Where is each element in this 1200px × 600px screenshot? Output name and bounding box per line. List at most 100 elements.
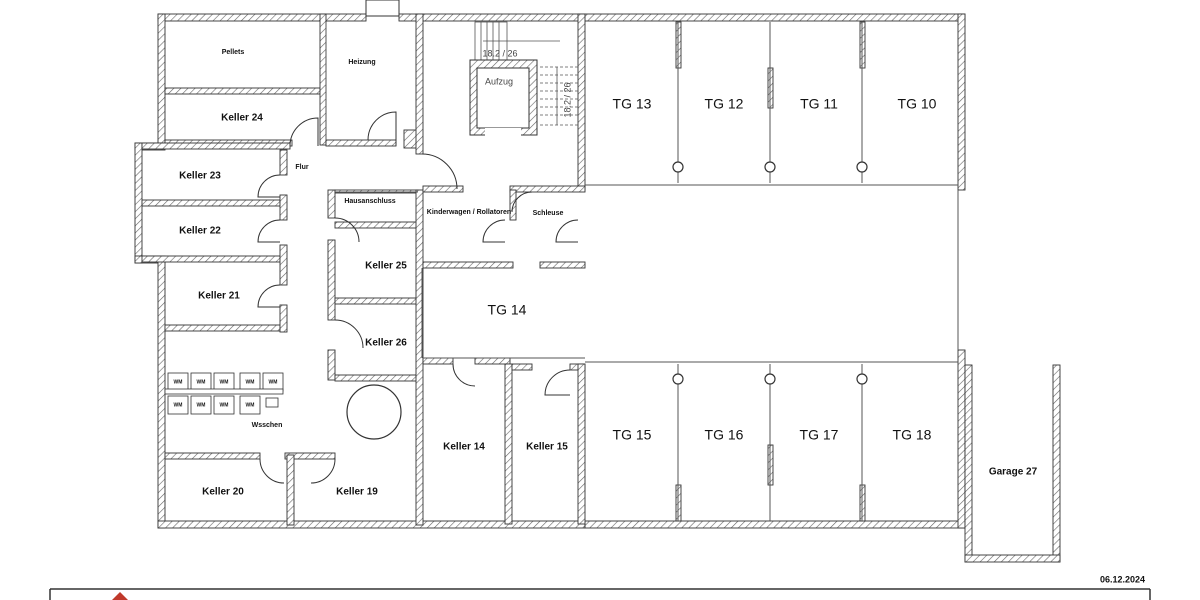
column: [764, 373, 776, 385]
wall: [584, 520, 966, 529]
room-pellets: Pellets: [222, 49, 245, 56]
wall: [325, 139, 397, 147]
wall: [141, 142, 291, 150]
washing-machine: WM: [213, 372, 235, 392]
wall: [422, 261, 514, 269]
room-keller-23: Keller 23: [179, 171, 221, 182]
room-keller-15: Keller 15: [526, 442, 568, 453]
room-flur: Flur: [295, 164, 308, 171]
door-swing: [289, 117, 319, 147]
columns: [672, 161, 868, 385]
wall: [157, 520, 586, 529]
wall: [157, 255, 166, 529]
parking-tg-10: TG 10: [898, 96, 937, 112]
wall: [577, 363, 586, 525]
washing-machine: WM: [190, 372, 212, 392]
round-feature: [346, 384, 402, 440]
wall: [422, 185, 464, 193]
wall: [327, 349, 336, 381]
washing-machine: WM: [213, 395, 235, 415]
door-swing: [257, 174, 281, 198]
wall: [964, 554, 1061, 563]
washing-machine: WM: [167, 372, 189, 392]
wall: [474, 357, 511, 365]
room-keller-19: Keller 19: [336, 487, 378, 498]
staircase: [474, 21, 578, 126]
doors: [257, 111, 579, 484]
room-schleuse: Schleuse: [533, 210, 564, 217]
wall: [577, 13, 586, 191]
door-swing: [482, 219, 506, 243]
wall: [539, 261, 586, 269]
column: [856, 161, 868, 173]
column: [856, 373, 868, 385]
wall: [957, 349, 966, 529]
wall: [334, 221, 419, 229]
parking-tg-12: TG 12: [705, 96, 744, 112]
room-keller-14: Keller 14: [443, 442, 485, 453]
room-keller-25: Keller 25: [365, 261, 407, 272]
wall: [157, 13, 367, 22]
wall: [957, 13, 966, 191]
stair-label-2: 18.2 / 26: [562, 82, 572, 117]
wall: [1052, 364, 1061, 563]
room-hausanschluss: Hausanschluss: [344, 198, 395, 205]
parking-tg-17: TG 17: [800, 427, 839, 443]
door-swing: [421, 153, 458, 190]
wall: [279, 149, 288, 176]
parking-tg-11: TG 11: [800, 96, 838, 112]
door-swing: [511, 191, 533, 213]
wall: [279, 244, 288, 286]
thin-lines: [325, 22, 959, 521]
wall: [319, 13, 327, 146]
wall: [334, 297, 419, 305]
wall: [504, 363, 513, 525]
wall: [284, 452, 336, 460]
door-swing: [257, 219, 281, 243]
room-garage-27: Garage 27: [989, 467, 1038, 478]
wall: [334, 374, 419, 382]
parking-tg-15: TG 15: [613, 427, 652, 443]
svg-text:WM: WM: [220, 379, 229, 385]
wall: [511, 363, 533, 371]
room-heizung: Heizung: [348, 59, 375, 66]
wall: [164, 324, 281, 332]
wall: [964, 364, 973, 563]
wall: [141, 255, 281, 263]
svg-text:WM: WM: [197, 402, 206, 408]
svg-text:WM: WM: [174, 402, 183, 408]
column: [764, 161, 776, 173]
door-swing: [259, 458, 285, 484]
wall: [157, 13, 166, 145]
wall: [509, 185, 586, 193]
room-keller-21: Keller 21: [198, 291, 240, 302]
door-swing: [257, 284, 281, 308]
parking-tg-13: TG 13: [613, 96, 652, 112]
wall: [327, 239, 336, 321]
room-aufzug: Aufzug: [485, 76, 513, 86]
washing-machine: WM: [190, 395, 212, 415]
washing-machine: WM: [239, 372, 261, 392]
column: [672, 161, 684, 173]
svg-text:WM: WM: [246, 379, 255, 385]
wall: [164, 452, 261, 460]
svg-text:WM: WM: [246, 402, 255, 408]
parking-tg-16: TG 16: [705, 427, 744, 443]
room-keller-22: Keller 22: [179, 226, 221, 237]
svg-text:WM: WM: [174, 379, 183, 385]
door-swing: [555, 219, 579, 243]
wall: [327, 189, 336, 219]
wall: [164, 87, 321, 95]
column: [672, 373, 684, 385]
window-top: [365, 0, 400, 17]
room-keller-24: Keller 24: [221, 113, 263, 124]
elevator-shaft: [469, 59, 538, 136]
parking-tg-18: TG 18: [893, 427, 932, 443]
wall: [422, 357, 454, 365]
room-keller-26: Keller 26: [365, 338, 407, 349]
svg-text:WM: WM: [197, 379, 206, 385]
logo-icon: [112, 592, 128, 600]
washing-machine: WM: [239, 395, 261, 415]
